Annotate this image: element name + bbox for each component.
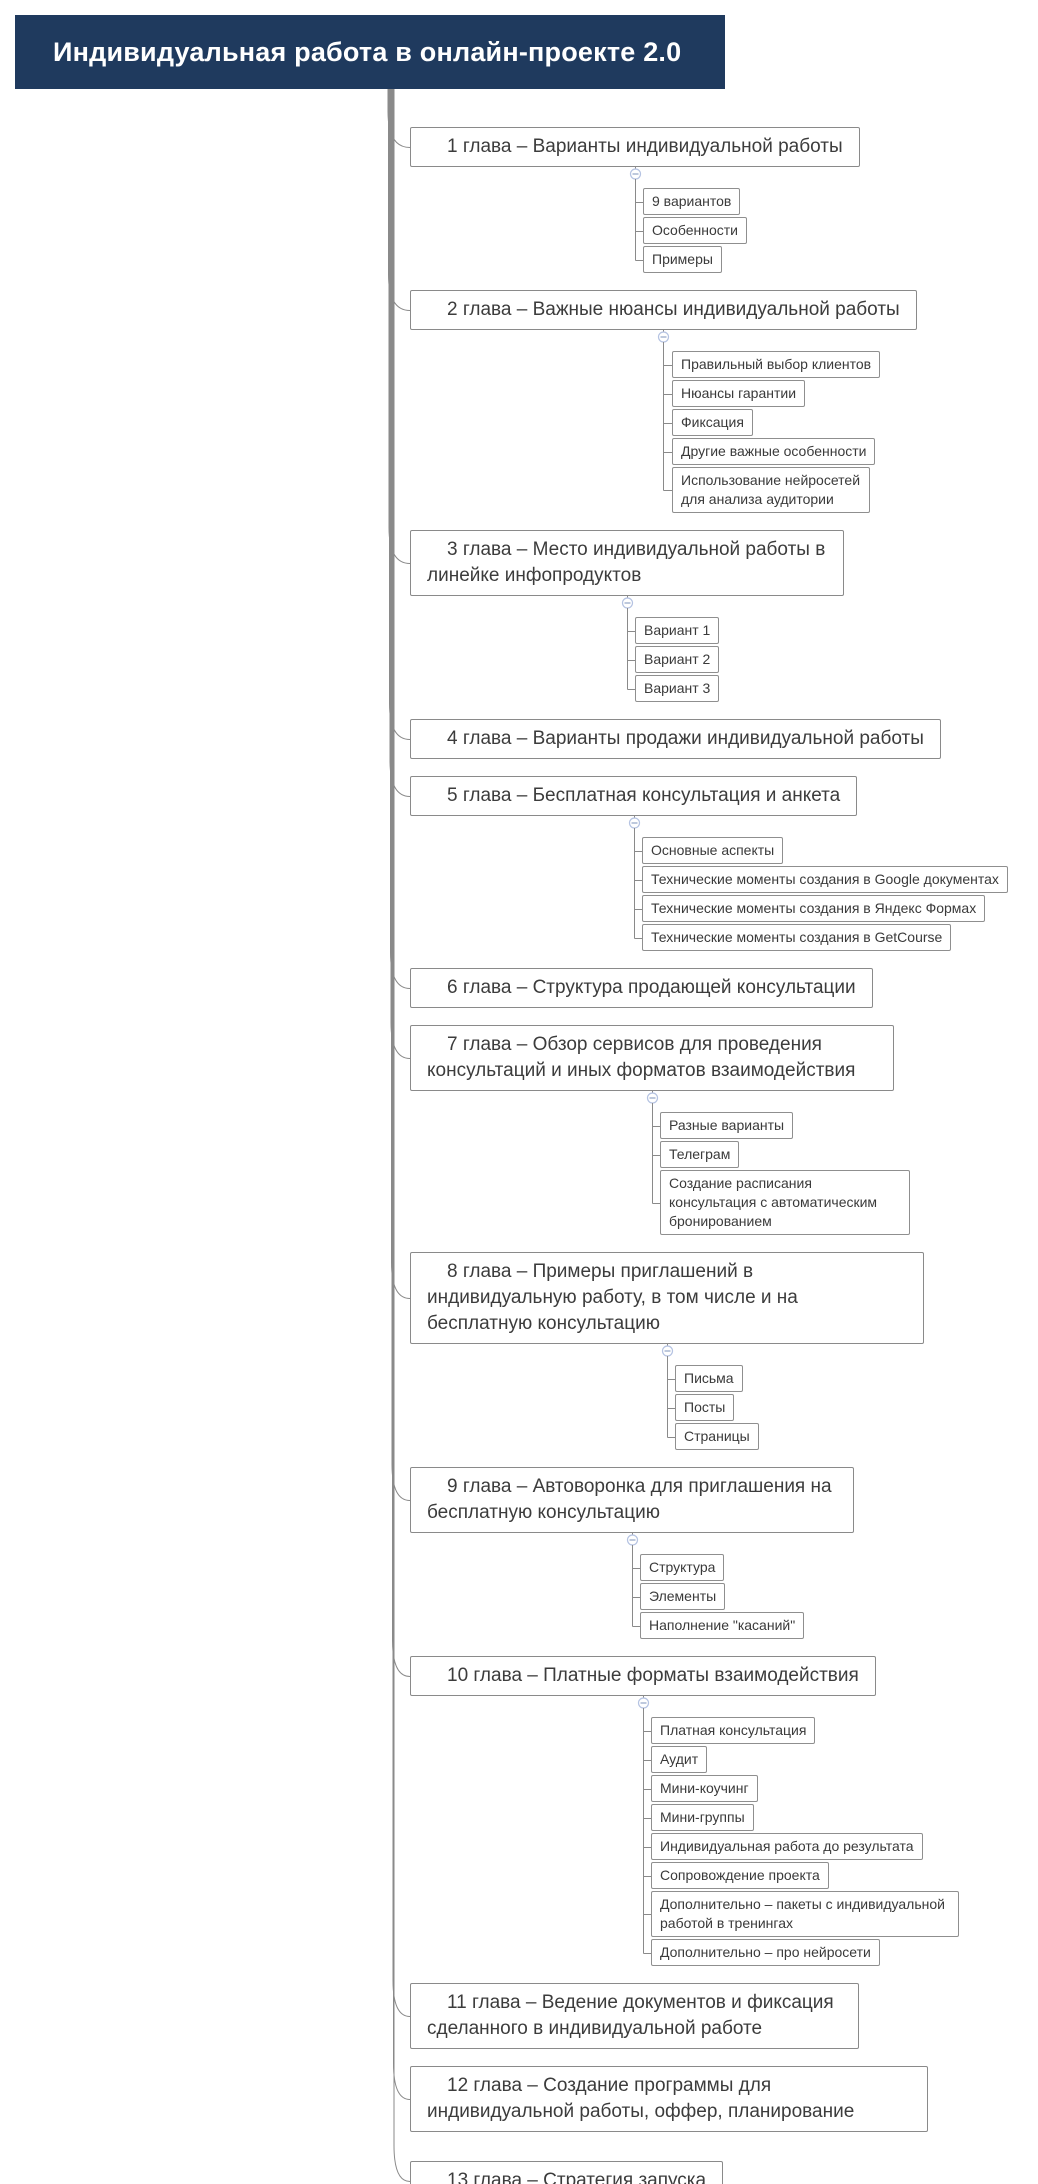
- subtopic-node[interactable]: Вариант 3: [635, 675, 720, 702]
- subtopic-node[interactable]: Элементы: [640, 1583, 726, 1610]
- subtopic-node[interactable]: Мини-коучинг: [651, 1775, 758, 1802]
- chapter-node-9[interactable]: 9 глава – Автоворонка для приглашения на…: [410, 1467, 854, 1533]
- branch-curve: [393, 89, 411, 2182]
- chapter-section: 5 глава – Бесплатная консультация и анке…: [410, 776, 1038, 951]
- subtopic-node[interactable]: Письма: [675, 1365, 743, 1392]
- chapter-section: 2 глава – Важные нюансы индивидуальной р…: [410, 290, 1038, 513]
- chapter-node-6[interactable]: 6 глава – Структура продающей консультац…: [410, 968, 873, 1008]
- chapter-section: 9 глава – Автоворонка для приглашения на…: [410, 1467, 1038, 1639]
- chapter-node-12[interactable]: 12 глава – Создание программы для индиви…: [410, 2066, 928, 2132]
- chapter-section: 10 глава – Платные форматы взаимодействи…: [410, 1656, 1038, 1966]
- subtopic-node[interactable]: Вариант 1: [635, 617, 720, 644]
- subtopic-node[interactable]: Нюансы гарантии: [672, 380, 806, 407]
- subtopic-node[interactable]: Использование нейросетей для анализа ауд…: [672, 467, 870, 513]
- subtopic-node[interactable]: Сопровождение проекта: [651, 1862, 829, 1889]
- subtopic-node[interactable]: Технические моменты создания в GetCourse: [642, 924, 952, 951]
- subtopic-node[interactable]: Дополнительно – пакеты с индивидуальной …: [651, 1891, 959, 1937]
- subtopic-node[interactable]: Мини-группы: [651, 1804, 754, 1831]
- subtopic-node[interactable]: Страницы: [675, 1423, 759, 1450]
- collapse-toggle[interactable]: [629, 168, 642, 180]
- chapter-node-3[interactable]: 3 глава – Место индивидуальной работы в …: [410, 530, 844, 596]
- subtopic-node[interactable]: Создание расписания консультация с автом…: [660, 1170, 910, 1235]
- chapter-section: 3 глава – Место индивидуальной работы в …: [410, 530, 1038, 702]
- subtopic-node[interactable]: Технические моменты создания в Google до…: [642, 866, 1008, 893]
- chapter-node-13[interactable]: 13 глава – Стратегия запуска: [410, 2161, 724, 2184]
- subtopic-node[interactable]: Телеграм: [660, 1141, 740, 1168]
- subtopic-node[interactable]: 9 вариантов: [643, 188, 741, 215]
- chapter-list: 1 глава – Варианты индивидуальной работы…: [0, 89, 1038, 2184]
- subtopic-node[interactable]: Аудит: [651, 1746, 708, 1773]
- subtopic-node[interactable]: Вариант 2: [635, 646, 720, 673]
- chapter-section: 7 глава – Обзор сервисов для проведения …: [410, 1025, 1038, 1235]
- subtopic-node[interactable]: Правильный выбор клиентов: [672, 351, 881, 378]
- subtopic-node[interactable]: Платная консультация: [651, 1717, 816, 1744]
- chapter-section: 4 глава – Варианты продажи индивидуально…: [410, 719, 1038, 759]
- root-topic[interactable]: Индивидуальная работа в онлайн-проекте 2…: [15, 15, 725, 89]
- chapter-node-10[interactable]: 10 глава – Платные форматы взаимодействи…: [410, 1656, 876, 1696]
- chapter-node-7[interactable]: 7 глава – Обзор сервисов для проведения …: [410, 1025, 894, 1091]
- chapter-node-2[interactable]: 2 глава – Важные нюансы индивидуальной р…: [410, 290, 917, 330]
- subtopic-node[interactable]: Дополнительно – про нейросети: [651, 1939, 880, 1966]
- chapter-node-1[interactable]: 1 глава – Варианты индивидуальной работы: [410, 127, 860, 167]
- subtopic-node[interactable]: Разные варианты: [660, 1112, 794, 1139]
- subtopic-node[interactable]: Особенности: [643, 217, 747, 244]
- subtopic-node[interactable]: Фиксация: [672, 409, 753, 436]
- subtopic-node[interactable]: Посты: [675, 1394, 735, 1421]
- chapter-section: 11 глава – Ведение документов и фиксация…: [410, 1983, 1038, 2049]
- subtopic-node[interactable]: Наполнение "касаний": [640, 1612, 805, 1639]
- chapter-section: 1 глава – Варианты индивидуальной работы…: [410, 127, 1038, 273]
- subtopic-node[interactable]: Технические моменты создания в Яндекс Фо…: [642, 895, 986, 922]
- subtopic-node[interactable]: Другие важные особенности: [672, 438, 876, 465]
- subtopic-node[interactable]: Основные аспекты: [642, 837, 784, 864]
- chapter-node-5[interactable]: 5 глава – Бесплатная консультация и анке…: [410, 776, 858, 816]
- chapter-node-4[interactable]: 4 глава – Варианты продажи индивидуально…: [410, 719, 941, 759]
- chapter-node-11[interactable]: 11 глава – Ведение документов и фиксация…: [410, 1983, 859, 2049]
- chapter-section: 12 глава – Создание программы для индиви…: [410, 2066, 1038, 2132]
- chapter-section: 13 глава – Стратегия запуска: [410, 2161, 1038, 2184]
- subtopic-node[interactable]: Индивидуальная работа до результата: [651, 1833, 923, 1860]
- subtopic-node[interactable]: Примеры: [643, 246, 722, 273]
- subtopic-node[interactable]: Структура: [640, 1554, 725, 1581]
- chapter-section: 6 глава – Структура продающей консультац…: [410, 968, 1038, 1008]
- chapter-section: 8 глава – Примеры приглашений в индивиду…: [410, 1252, 1038, 1450]
- chapter-node-8[interactable]: 8 глава – Примеры приглашений в индивиду…: [410, 1252, 924, 1344]
